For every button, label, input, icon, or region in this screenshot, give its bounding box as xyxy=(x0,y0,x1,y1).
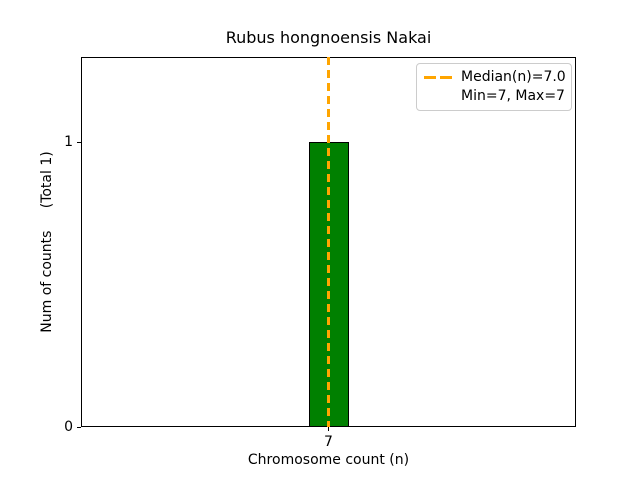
legend-row-minmax: Min=7, Max=7 xyxy=(424,87,565,106)
x-tick-mark xyxy=(328,427,329,431)
chart-title: Rubus hongnoensis Nakai xyxy=(225,28,432,47)
legend-median-label: Median(n)=7.0 xyxy=(461,69,566,85)
y-tick-mark xyxy=(77,426,81,428)
y-tick-mark xyxy=(77,141,81,143)
median-dash-icon xyxy=(424,76,452,79)
legend-row-median: Median(n)=7.0 xyxy=(424,68,566,87)
legend-empty-handle xyxy=(424,95,452,98)
legend-minmax-label: Min=7, Max=7 xyxy=(461,88,565,104)
y-tick-label: 1 xyxy=(64,134,73,151)
x-axis-label: Chromosome count (n) xyxy=(247,452,410,468)
y-tick-label: 0 xyxy=(64,419,73,435)
y-axis-label: Num of counts (Total 1) xyxy=(39,151,55,333)
legend: Median(n)=7.0 Min=7, Max=7 xyxy=(416,63,572,111)
x-tick-label: 7 xyxy=(324,434,333,450)
median-line xyxy=(327,57,330,427)
